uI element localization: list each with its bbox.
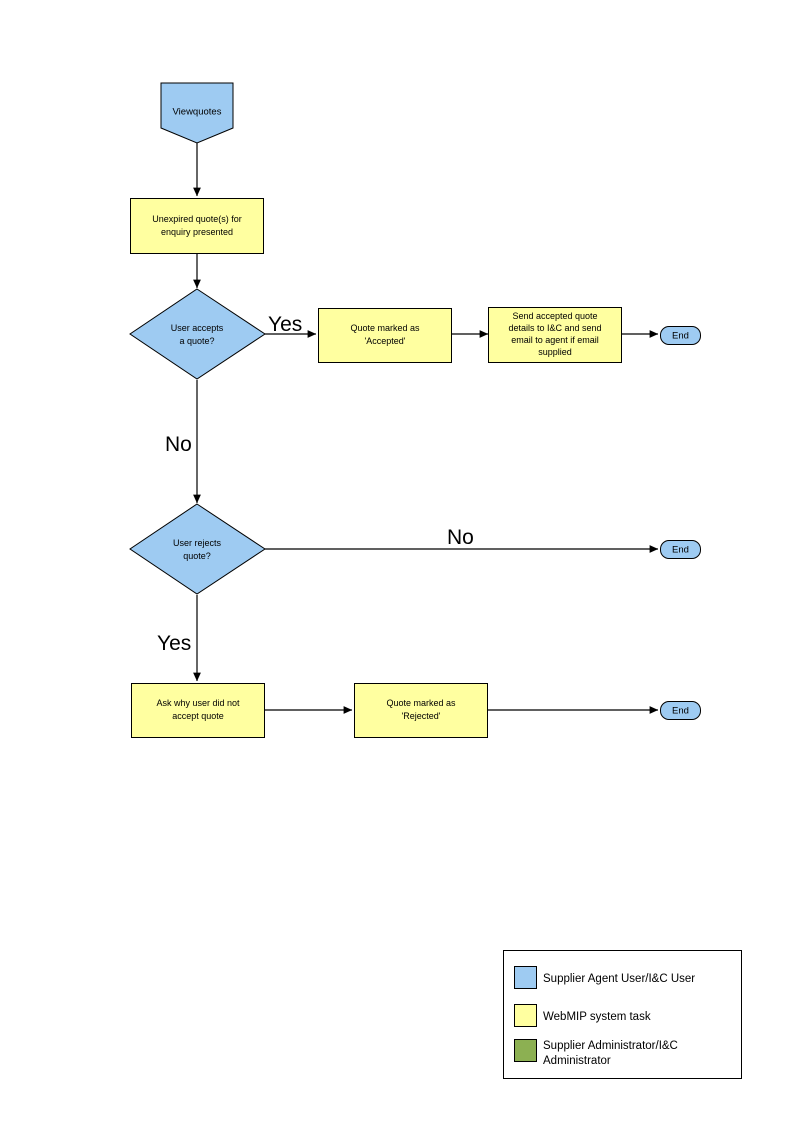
node-end-3[interactable]: End [660,701,701,720]
legend-label-supplier-administrator-line1: Supplier Administrator/I&C [543,1040,678,1052]
legend-label-webmip-system-task: WebMIP system task [543,1011,651,1023]
legend-item-supplier-administrator: Supplier Administrator/I&C Administrator [514,1039,678,1067]
node-quote-marked-rejected[interactable]: Quote marked as 'Rejected' [354,683,488,738]
process-box-shape [130,198,264,254]
node-send-line1: Send accepted quote [512,311,597,321]
node-send-line4: supplied [538,347,572,357]
node-end-1[interactable]: End [660,326,701,345]
legend-item-webmip-system-task: WebMIP system task [514,1004,651,1027]
node-user-rejects-line2: quote? [183,551,211,561]
process-box-shape [488,307,622,363]
node-quote-marked-accepted[interactable]: Quote marked as 'Accepted' [318,308,452,363]
decision-diamond-shape [129,503,266,595]
legend-swatch-actor-blue [514,966,537,989]
node-send-accepted-quote-details[interactable]: Send accepted quote details to I&C and s… [488,307,622,363]
node-quote-rejected-line2: 'Rejected' [402,711,441,721]
legend-swatch-admin-green [514,1039,537,1062]
node-unexpired-quotes[interactable]: Unexpired quote(s) for enquiry presented [130,198,264,254]
node-user-accepts-line2: a quote? [179,336,214,346]
legend: Supplier Agent User/I&C User WebMIP syst… [503,950,742,1079]
node-viewquotes-label: Viewquotes [173,107,222,118]
node-quote-accepted-line1: Quote marked as [350,323,420,333]
node-send-line2: details to I&C and send [508,323,601,333]
branch-label-yes-top: Yes [268,313,302,336]
node-send-line3: email to agent if email [511,335,599,345]
node-quote-rejected-line1: Quote marked as [386,698,456,708]
node-end-1-label: End [672,331,689,342]
node-quote-accepted-line2: 'Accepted' [365,336,406,346]
node-askwhy-line2: accept quote [172,711,224,721]
node-user-accepts-decision[interactable]: User accepts a quote? [129,288,266,380]
legend-label-supplier-agent-user: Supplier Agent User/I&C User [543,973,695,985]
connectors [193,143,659,714]
legend-item-supplier-agent-user: Supplier Agent User/I&C User [514,966,695,989]
pentagon-shape [160,82,234,144]
legend-label-supplier-administrator-line2: Administrator [543,1055,611,1067]
node-end-3-label: End [672,706,689,717]
node-ask-why-user-did-not-accept[interactable]: Ask why user did not accept quote [131,683,265,738]
terminator-shape [660,540,701,559]
branch-label-no-middle: No [165,433,192,456]
node-end-2[interactable]: End [660,540,701,559]
terminator-shape [660,326,701,345]
node-end-2-label: End [672,545,689,556]
node-user-accepts-line1: User accepts [171,323,224,333]
process-box-shape [318,308,452,363]
node-viewquotes[interactable]: Viewquotes [160,82,234,144]
legend-box [503,950,742,1079]
node-user-rejects-line1: User rejects [173,538,222,548]
branch-label-no-right: No [447,526,474,549]
branch-label-yes-bottom: Yes [157,632,191,655]
process-box-shape [354,683,488,738]
node-user-rejects-decision[interactable]: User rejects quote? [129,503,266,595]
legend-swatch-system-yellow [514,1004,537,1027]
node-askwhy-line1: Ask why user did not [156,698,240,708]
terminator-shape [660,701,701,720]
node-unexpired-quotes-line2: enquiry presented [161,227,233,237]
node-unexpired-quotes-line1: Unexpired quote(s) for [152,214,242,224]
process-box-shape [131,683,265,738]
decision-diamond-shape [129,288,266,380]
